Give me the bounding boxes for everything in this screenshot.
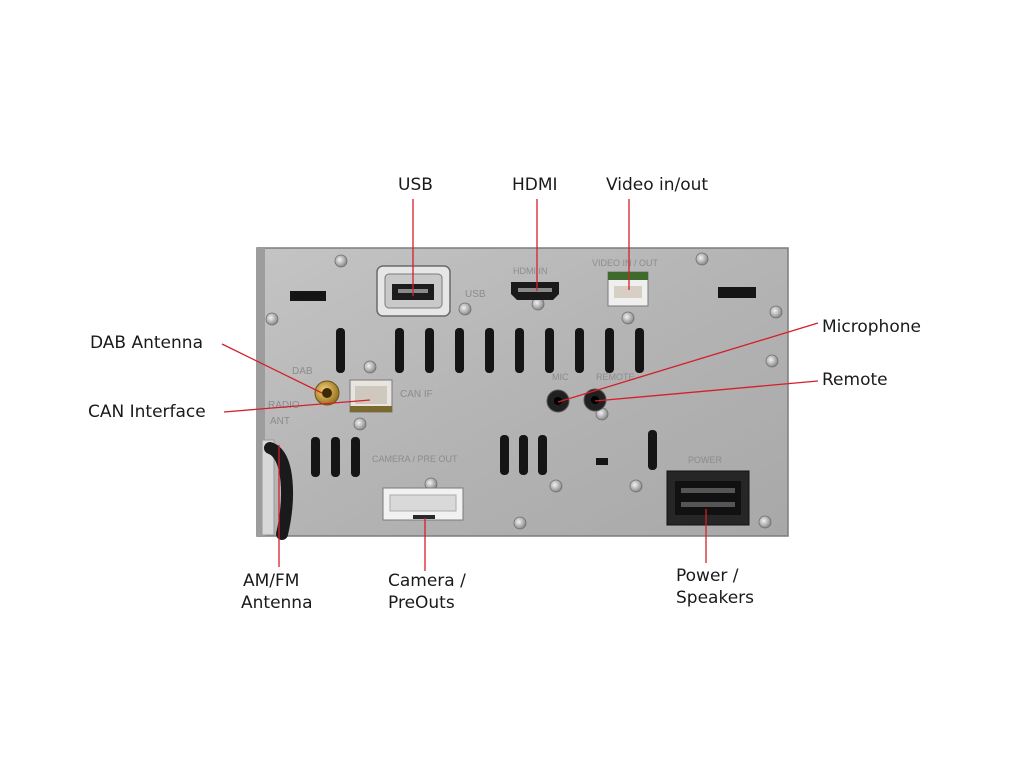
label-can: CAN Interface (88, 402, 206, 422)
label-remote: Remote (822, 370, 888, 390)
label-usb: USB (398, 175, 433, 195)
dab-antenna-port (314, 380, 340, 406)
label-antenna: Antenna (241, 593, 313, 613)
power-speaker-port (666, 470, 750, 526)
label-video: Video in/out (606, 175, 709, 195)
panel-power-text: POWER (688, 455, 723, 465)
leader-lines (221, 199, 819, 571)
screw (353, 417, 367, 431)
panel-can-text: CAN IF (400, 389, 433, 400)
screw (549, 479, 563, 493)
hdmi-port (511, 282, 559, 300)
can-interface-port (349, 379, 393, 413)
screw (758, 515, 772, 529)
leader-microphone (557, 322, 819, 403)
microphone-jack (546, 389, 570, 413)
leader-dab (221, 343, 323, 394)
screw (265, 312, 279, 326)
panel-camera-text: CAMERA / PRE OUT (372, 454, 458, 464)
screw (458, 302, 472, 316)
screw (334, 254, 348, 268)
screw (695, 252, 709, 266)
label-camera: Camera / (388, 571, 466, 591)
video-port (607, 271, 649, 307)
label-am-fm: AM/FM (243, 571, 300, 591)
panel-remote-text: REMOTE (596, 372, 635, 382)
camera-preout-port (382, 487, 464, 521)
leader-can (223, 399, 371, 413)
screw (513, 516, 527, 530)
panel-video-text: VIDEO IN / OUT (592, 258, 659, 268)
label-preouts: PreOuts (388, 593, 455, 613)
label-microphone: Microphone (822, 317, 921, 337)
screw (765, 354, 779, 368)
panel-ant-text: ANT (270, 416, 290, 427)
label-speakers: Speakers (676, 588, 755, 608)
label-power: Power / (676, 566, 739, 586)
panel-mic-text: MIC (552, 372, 569, 382)
screw (629, 479, 643, 493)
screws (265, 252, 783, 530)
label-hdmi: HDMI (512, 175, 558, 195)
screw (363, 360, 377, 374)
screw (621, 311, 635, 325)
panel-radio-text: RADIO (268, 400, 300, 411)
screw (769, 305, 783, 319)
label-dab: DAB Antenna (90, 333, 203, 353)
am-fm-antenna-cable (261, 439, 293, 540)
vent-slots (290, 287, 756, 477)
leader-remote (594, 380, 819, 402)
panel-hdmi-text: HDMI IN (513, 266, 548, 276)
panel-dab-text: DAB (292, 366, 313, 377)
panel-left-edge (257, 248, 265, 536)
panel-usb-text: USB (465, 289, 486, 300)
